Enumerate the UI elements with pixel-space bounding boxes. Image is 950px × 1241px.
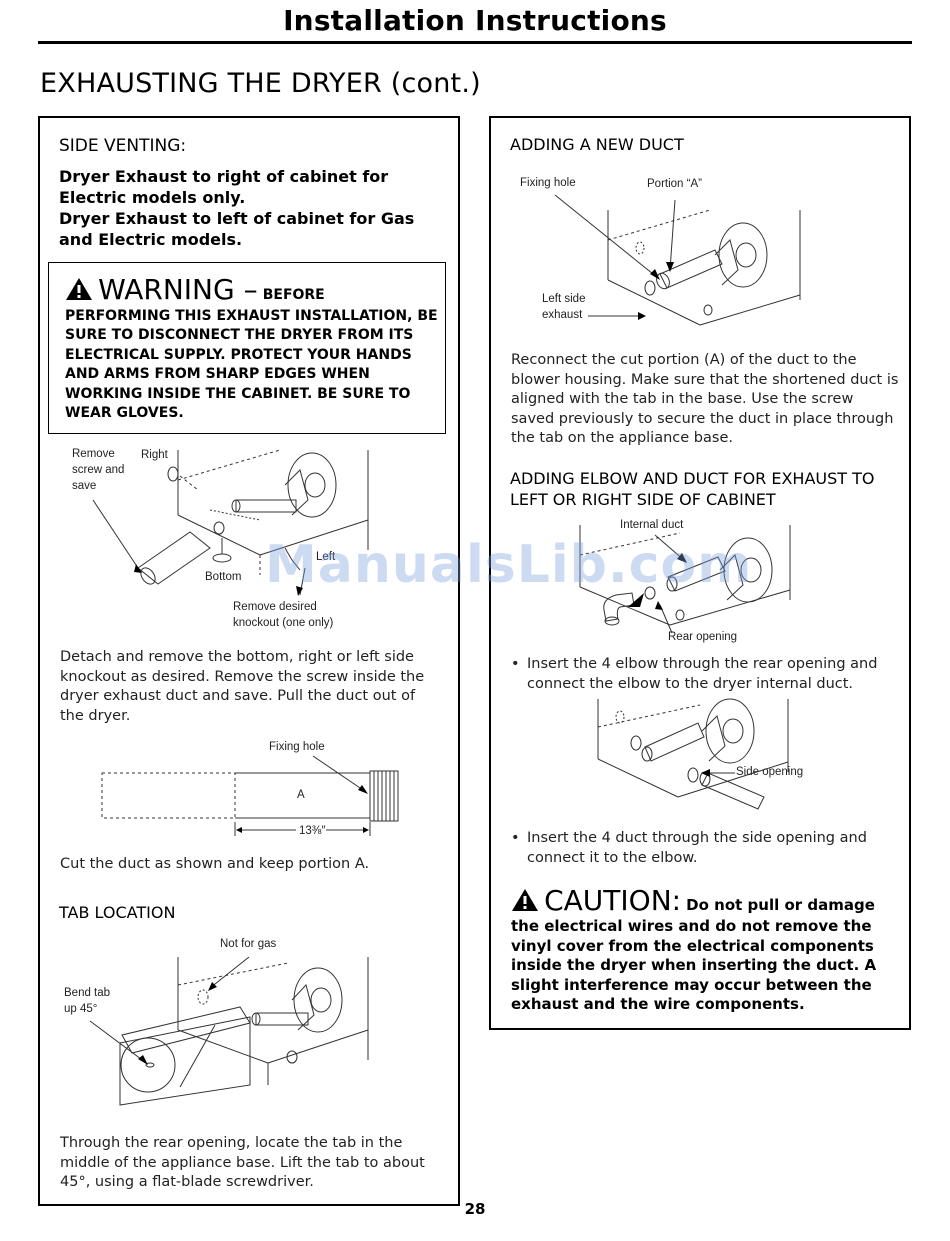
- warning-triangle-icon: [66, 278, 92, 300]
- page-header-title: Installation Instructions: [283, 4, 667, 37]
- left-column-box: [38, 116, 460, 1206]
- watermark: ManualsLib.com: [265, 535, 753, 595]
- internal-duct-label: Internal duct: [620, 519, 684, 531]
- caution-triangle-icon: [512, 889, 538, 911]
- warning-box: WARNING – BEFORE PERFORMING THIS EXHAUST…: [48, 262, 446, 434]
- elbow-rear-diagram: [560, 515, 840, 645]
- tab-location-heading: TAB LOCATION: [59, 903, 176, 922]
- tab-location-diagram: [60, 935, 450, 1130]
- not-for-gas-label: Not for gas: [220, 938, 277, 950]
- side-venting-heading: SIDE VENTING:: [59, 136, 187, 156]
- elbow-bullet-1: • Insert the 4 elbow through the rear op…: [511, 655, 903, 694]
- knockout-diagram: [60, 440, 450, 596]
- side-opening-diagram: [590, 697, 850, 822]
- caution-lead: Do not pull or damage: [686, 896, 875, 914]
- elbow-bullet-2-text: Insert the 4 duct through the side openi…: [527, 830, 867, 866]
- left-side-exhaust-label: Left side exhaust: [542, 293, 586, 321]
- new-duct-diagram: [510, 170, 900, 335]
- rear-opening-label: Rear opening: [668, 631, 738, 643]
- new-duct-instructions: Reconnect the cut portion (A) of the duc…: [511, 352, 899, 446]
- warning-title-small: BEFORE: [262, 287, 325, 303]
- section-title: EXHAUSTING THE DRYER (cont.): [40, 68, 481, 99]
- knockout-label: Remove desired knockout (one only): [233, 601, 334, 629]
- side-venting-line2: Dryer Exhaust to left of cabinet for Gas…: [59, 209, 415, 249]
- warning-title: WARNING –: [98, 273, 258, 306]
- elbow-bullet-2: • Insert the 4 duct through the side ope…: [511, 829, 903, 868]
- warning-body: PERFORMING THIS EXHAUST INSTALLATION, BE…: [65, 308, 438, 422]
- bullet-dot: •: [511, 656, 520, 672]
- caution-heading: CAUTION: Do not pull or damage: [511, 884, 875, 917]
- portion-a-label: A: [297, 789, 305, 801]
- side-opening-label: Side opening: [736, 766, 804, 778]
- dimension-label: 13⅜″: [299, 825, 326, 837]
- new-duct-fixing-hole-label: Fixing hole: [520, 177, 576, 189]
- page-number: 28: [464, 1200, 486, 1218]
- caution-title: CAUTION:: [544, 884, 682, 917]
- cut-duct-diagram: [100, 740, 405, 840]
- detach-instructions: Detach and remove the bottom, right or l…: [60, 649, 425, 724]
- bend-tab-label: Bend tab up 45°: [64, 987, 111, 1015]
- remove-screw-label: Remove screw and save: [72, 448, 125, 492]
- left-label: Left: [316, 551, 336, 563]
- warning-heading: WARNING – BEFORE: [65, 273, 325, 306]
- side-venting-line1: Dryer Exhaust to right of cabinet for El…: [59, 167, 389, 207]
- fixing-hole-label: Fixing hole: [269, 741, 325, 753]
- new-duct-heading: ADDING A NEW DUCT: [510, 135, 684, 154]
- elbow-bullet-1-text: Insert the 4 elbow through the rear open…: [527, 656, 878, 692]
- elbow-heading: ADDING ELBOW AND DUCT FOR EXHAUST TO LEF…: [510, 469, 875, 509]
- header-rule: [38, 41, 912, 44]
- cut-instructions: Cut the duct as shown and keep portion A…: [60, 856, 370, 872]
- caution-body: the electrical wires and do not remove t…: [511, 917, 877, 1013]
- bullet-dot: •: [511, 830, 520, 846]
- portion-a-quoted-label: Portion “A”: [647, 178, 702, 190]
- right-column-box: [489, 116, 911, 1030]
- tab-location-instructions: Through the rear opening, locate the tab…: [60, 1135, 425, 1190]
- bottom-label: Bottom: [205, 571, 242, 583]
- right-label: Right: [141, 449, 168, 461]
